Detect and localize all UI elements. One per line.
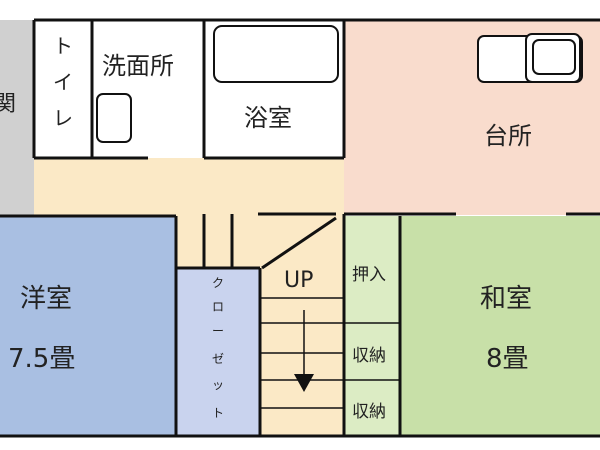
closet-char: ロ	[211, 300, 224, 314]
storage-bottom-label: 収納	[352, 402, 386, 422]
closet-char: ッ	[211, 378, 224, 392]
storage-middle-label: 収納	[352, 346, 386, 366]
closet-char: ク	[211, 276, 224, 290]
storage-top-label: 押入	[352, 265, 386, 285]
japanese-room-area	[400, 216, 600, 436]
closet-char: ー	[211, 324, 224, 338]
japanese-room-label: 和室	[480, 284, 533, 314]
washroom-label: 洗面所	[102, 52, 174, 80]
genkan-area	[0, 20, 34, 215]
japanese-room-size: 8畳	[486, 344, 529, 374]
toilet-label: ト イ レ	[48, 30, 78, 138]
toilet-char: ト	[53, 34, 73, 58]
toilet-char: レ	[53, 106, 73, 130]
kitchen-label: 台所	[484, 122, 532, 150]
closet-char: ゼ	[211, 352, 224, 366]
genkan-label: 関	[0, 92, 17, 117]
western-room-area	[0, 216, 176, 436]
bathroom-label: 浴室	[244, 104, 292, 132]
closet-char: ト	[211, 406, 224, 420]
western-room-size: 7.5畳	[8, 344, 76, 374]
storage-area	[344, 216, 400, 436]
western-room-label: 洋室	[20, 284, 73, 314]
closet-area	[176, 268, 260, 436]
hallway	[34, 158, 344, 216]
closet-label: ク ロ ー ゼ ッ ト	[204, 274, 232, 428]
toilet-char: イ	[53, 70, 73, 94]
stairs-up-label: UP	[284, 268, 314, 293]
